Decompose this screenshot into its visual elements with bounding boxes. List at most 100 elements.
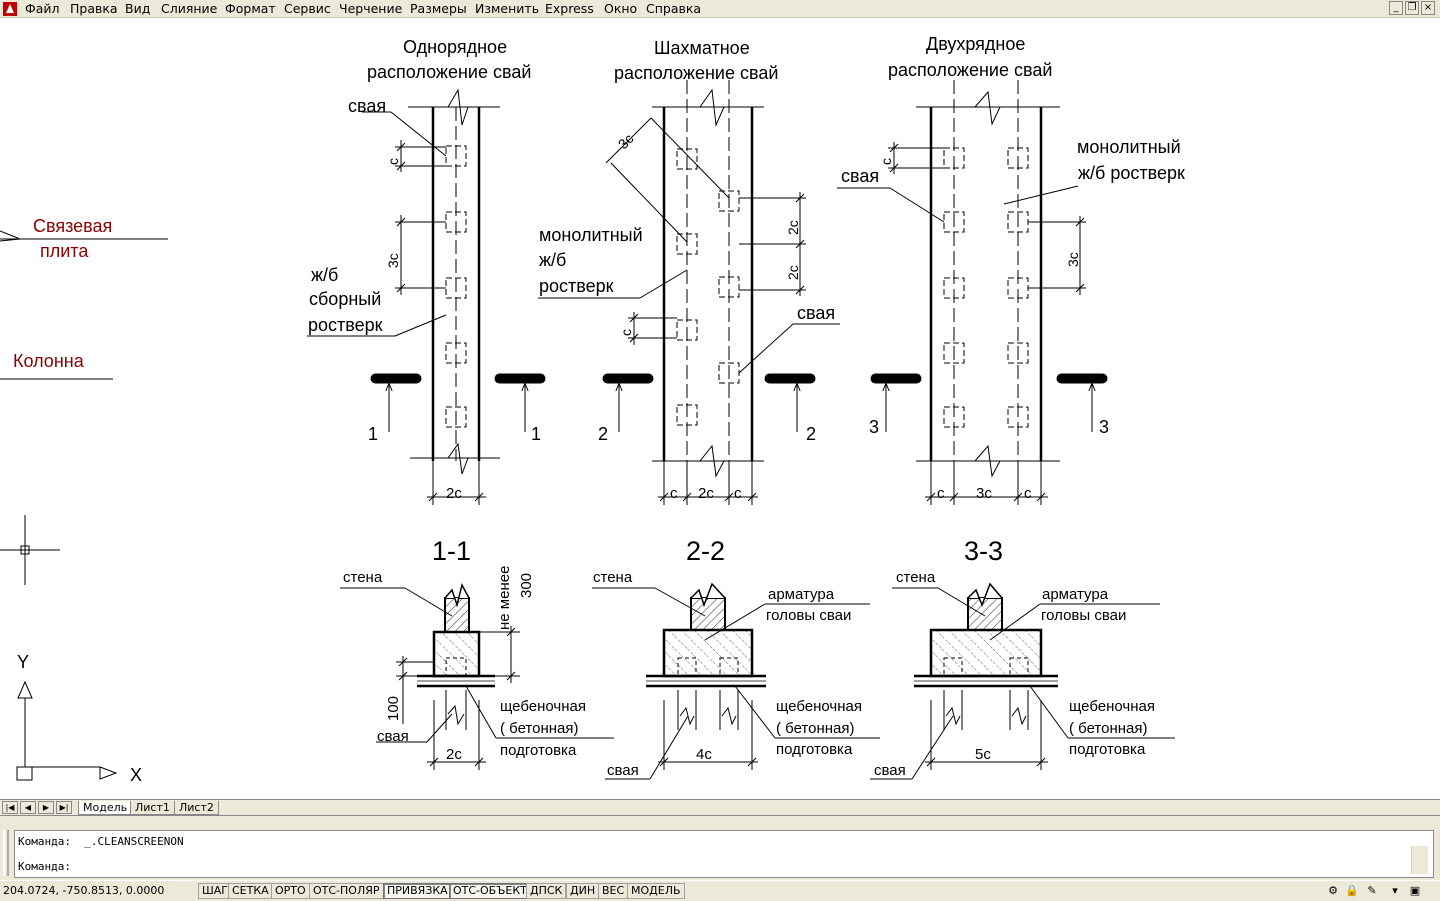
- grid-toggle[interactable]: СЕТКА: [228, 883, 273, 899]
- plan1-cut-right: 1: [531, 424, 541, 444]
- command-scrollbar[interactable]: [1411, 846, 1428, 874]
- sec1-sheb-2: ( бетонная): [500, 720, 579, 737]
- plan3-label-mono-2: ж/б ростверк: [1078, 163, 1185, 183]
- menu-window[interactable]: Окно: [604, 1, 638, 16]
- menu-edit[interactable]: Правка: [70, 1, 118, 16]
- ucs-y-label: Y: [17, 652, 29, 672]
- sec2-sheb-3: подготовка: [776, 741, 853, 758]
- plan3-dim-c: с: [878, 158, 894, 165]
- menu-express[interactable]: Express: [545, 1, 594, 16]
- app-icon[interactable]: [2, 1, 18, 17]
- sec3-arm-2: головы сваи: [1041, 607, 1126, 624]
- sec2-label-svaya: свая: [607, 762, 639, 779]
- plan2-dim-c-right: с: [734, 485, 742, 502]
- ducs-toggle[interactable]: ДПСК: [526, 883, 567, 899]
- left-labels: [0, 230, 168, 380]
- sec1-sheb-1: щебеночная: [500, 698, 586, 715]
- osnap-toggle[interactable]: ПРИВЯЗКА: [383, 883, 452, 899]
- tab-next-button[interactable]: ▶: [38, 801, 54, 814]
- tab-first-button[interactable]: |◀: [2, 801, 18, 814]
- lineweight-toggle[interactable]: ВЕС: [598, 883, 629, 899]
- menu-file[interactable]: Файл: [25, 1, 60, 16]
- section-3-3: [870, 582, 1175, 780]
- sec3-sheb-1: щебеночная: [1069, 698, 1155, 715]
- sec1-label-300: 300: [518, 573, 535, 598]
- label-plita: плита: [40, 241, 89, 261]
- plan2-label-mono-1: монолитный: [539, 225, 643, 245]
- tab-layout1[interactable]: Лист1: [130, 801, 175, 815]
- sec3-label-stena: стена: [896, 569, 936, 586]
- sec3-label-svaya: свая: [874, 762, 906, 779]
- sec2-arm-1: арматура: [768, 586, 835, 603]
- ucs-icon: [16, 680, 118, 781]
- plan1-dim-2c: 2с: [446, 485, 462, 502]
- tab-last-button[interactable]: ▶|: [56, 801, 72, 814]
- sec3-dim: 5с: [975, 746, 991, 763]
- model-toggle[interactable]: МОДЕЛЬ: [627, 883, 685, 899]
- plan-staggered: [538, 80, 840, 505]
- plan2-dim-c-left: с: [670, 485, 678, 502]
- sec3-sheb-3: подготовка: [1069, 741, 1146, 758]
- snap-toggle[interactable]: ШАГ: [198, 883, 232, 899]
- sec2-sheb-1: щебеночная: [776, 698, 862, 715]
- tab-model[interactable]: Модель: [78, 801, 133, 815]
- ortho-toggle[interactable]: ОРТО: [271, 883, 310, 899]
- menu-view[interactable]: Вид: [125, 1, 151, 16]
- plan1-dim-c: с: [385, 158, 401, 165]
- plan2-title-2: расположение свай: [614, 63, 778, 83]
- sec1-label-100: 100: [385, 696, 402, 721]
- command-grip[interactable]: [3, 830, 9, 876]
- plan3-label-mono-1: монолитный: [1077, 137, 1181, 157]
- plan3-cut-left: 3: [869, 417, 879, 437]
- menu-modify[interactable]: Изменить: [475, 1, 540, 16]
- plan2-dim-2c-a: 2с: [785, 220, 801, 235]
- plan2-dim-c: с: [618, 329, 634, 336]
- plan3-label-svaya: свая: [841, 166, 879, 186]
- command-window: Команда: _.CLEANSCREENON Команда:: [0, 816, 1440, 880]
- pile-squares-left: [676, 148, 698, 426]
- restore-button[interactable]: ❐: [1405, 1, 1419, 15]
- plan3-title-1: Двухрядное: [926, 34, 1025, 54]
- plan1-dim-3c: 3с: [385, 253, 401, 268]
- polar-toggle[interactable]: ОТС-ПОЛЯР: [309, 883, 384, 899]
- plan2-dim-3c: 3с: [615, 130, 637, 152]
- menu-merge[interactable]: Слияние: [161, 1, 218, 16]
- menu-tools[interactable]: Сервис: [284, 1, 331, 16]
- drawing-canvas[interactable]: Связевая плита Колонна Однорядное распол…: [0, 18, 1440, 799]
- sec2-arm-2: головы сваи: [766, 607, 851, 624]
- menu-bar: Файл Правка Вид Слияние Формат Сервис Че…: [0, 0, 1440, 18]
- sec1-label-stena: стена: [343, 569, 383, 586]
- dyn-toggle[interactable]: ДИН: [566, 883, 600, 899]
- plan1-title-1: Однорядное: [403, 37, 507, 57]
- tab-prev-button[interactable]: ◀: [20, 801, 36, 814]
- ucs-x-label: X: [130, 765, 142, 785]
- plan-single-row: [307, 88, 546, 505]
- otrack-toggle[interactable]: ОТС-ОБЪЕКТ: [449, 883, 531, 899]
- sec1-label-nemenee: не менее: [496, 566, 513, 630]
- sec1-label-svaya: свая: [377, 728, 409, 745]
- plan2-cut-right: 2: [806, 424, 816, 444]
- plan3-dim-3c: 3с: [1065, 252, 1081, 267]
- section-1-1: [340, 582, 614, 770]
- pile-squares: [445, 145, 467, 428]
- tab-layout2[interactable]: Лист2: [174, 801, 219, 815]
- clean-screen-icon[interactable]: ▣: [1409, 884, 1421, 897]
- plan1-cut-left: 1: [368, 424, 378, 444]
- annotation-icon[interactable]: ✎: [1367, 884, 1377, 897]
- statusbar-menu-icon[interactable]: ▾: [1392, 884, 1398, 897]
- minimize-button[interactable]: _: [1389, 1, 1403, 15]
- coordinates-readout[interactable]: 204.0724, -750.8513, 0.0000: [3, 884, 165, 897]
- sec3-arm-1: арматура: [1042, 586, 1109, 603]
- command-prompt[interactable]: Команда:: [18, 860, 71, 873]
- pile-squares-grid: [943, 147, 1029, 428]
- command-history[interactable]: Команда: _.CLEANSCREENON Команда:: [14, 830, 1434, 878]
- close-button[interactable]: ×: [1421, 1, 1435, 15]
- lock-icon[interactable]: 🔒: [1345, 884, 1359, 897]
- sec2-dim: 4с: [696, 746, 712, 763]
- menu-draw[interactable]: Черчение: [339, 1, 403, 16]
- communication-center-icon[interactable]: ⚙: [1328, 884, 1338, 897]
- menu-dimension[interactable]: Размеры: [410, 1, 467, 16]
- menu-help[interactable]: Справка: [646, 1, 702, 16]
- menu-format[interactable]: Формат: [225, 1, 276, 16]
- status-bar: 204.0724, -750.8513, 0.0000 ШАГ СЕТКА ОР…: [0, 880, 1440, 901]
